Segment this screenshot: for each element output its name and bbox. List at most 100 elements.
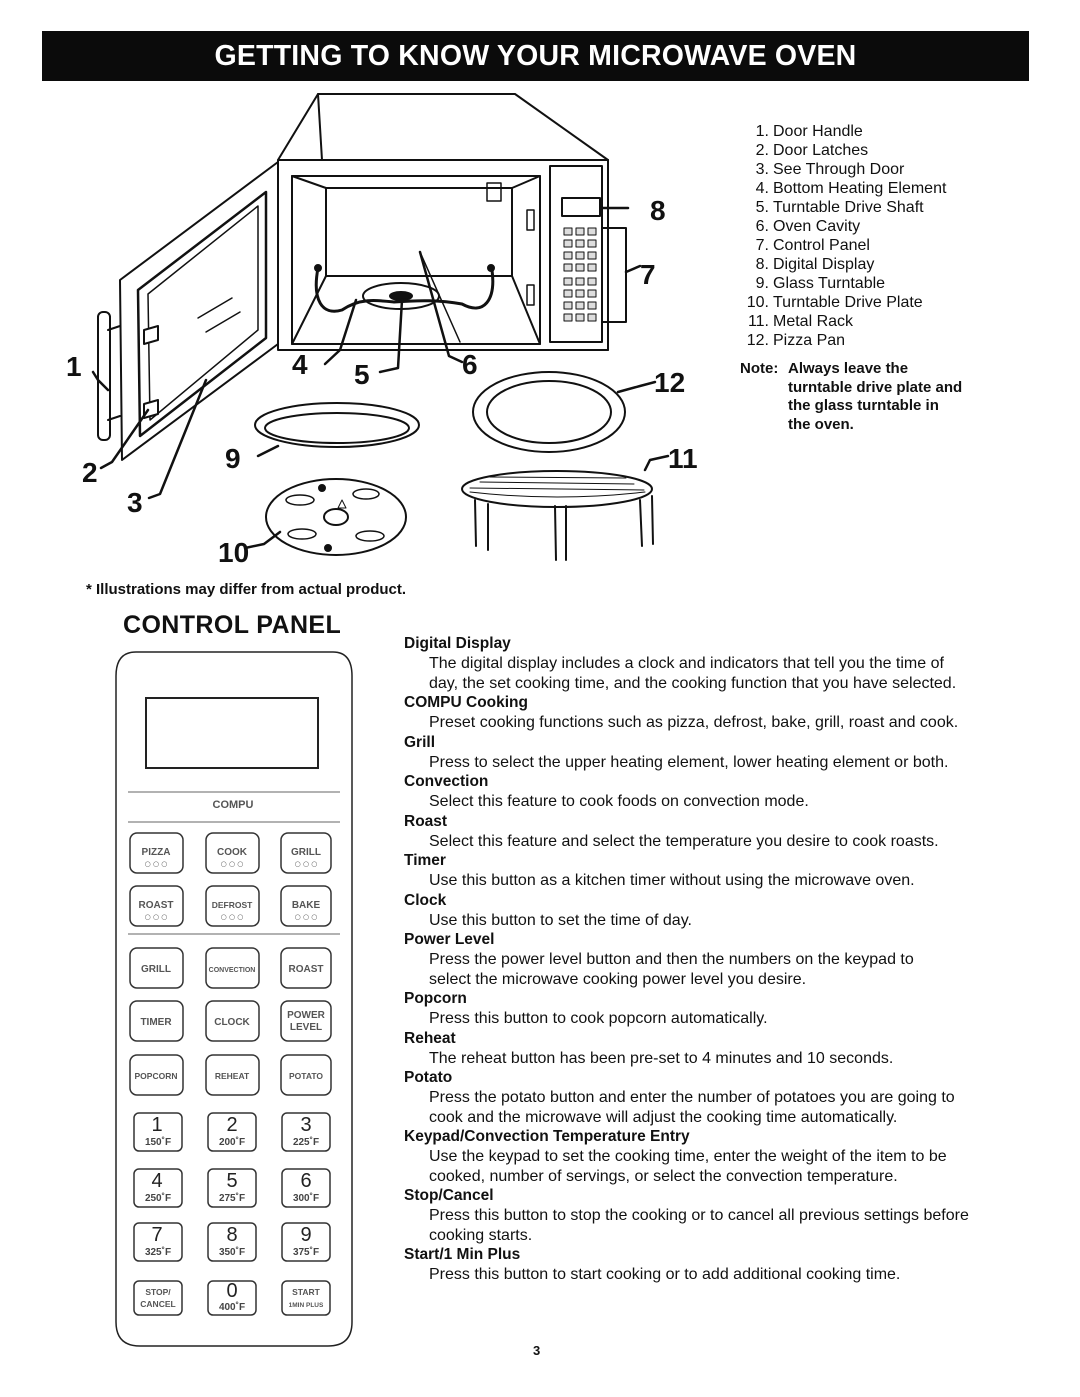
parts-list: 1.Door Handle 2.Door Latches 3.See Throu… <box>736 122 947 350</box>
svg-text:6: 6 <box>300 1170 311 1192</box>
page-number: 3 <box>533 1343 541 1358</box>
feature-desc: cooked, number of servings, or select th… <box>429 1167 898 1185</box>
stop-cancel-button[interactable]: STOP/CANCEL <box>133 1280 183 1316</box>
svg-text:STOP/: STOP/ <box>145 1287 171 1297</box>
feature-desc: The digital display includes a clock and… <box>429 655 944 672</box>
svg-text:8: 8 <box>226 1224 237 1246</box>
svg-text:4: 4 <box>151 1170 162 1192</box>
feature-desc: cooking starts. <box>429 1226 533 1244</box>
svg-text:5: 5 <box>226 1170 237 1192</box>
svg-text:9: 9 <box>300 1224 311 1246</box>
reheat-button[interactable]: REHEAT <box>205 1054 260 1096</box>
callout-10: 10 <box>218 537 249 568</box>
svg-text:POPCORN: POPCORN <box>135 1071 178 1081</box>
note-label: Note: <box>740 360 779 377</box>
feature-desc: Press this button to start cooking or to… <box>429 1266 901 1283</box>
svg-text:GRILL: GRILL <box>291 847 321 858</box>
control-panel-heading: CONTROL PANEL <box>123 611 342 639</box>
timer-button[interactable]: TIMER <box>129 1000 184 1042</box>
start-button[interactable]: START 1MIN PLUS <box>281 1280 331 1316</box>
svg-text:225˚F: 225˚F <box>293 1136 319 1148</box>
roast-compu-button[interactable]: ROAST○ ○ ○ <box>129 885 184 927</box>
feature-desc: cook and the microwave will adjust the c… <box>429 1108 898 1126</box>
feature-title: Grill <box>404 733 436 751</box>
cook-button[interactable]: COOK○ ○ ○ <box>205 832 260 874</box>
callout-6: 6 <box>462 349 478 380</box>
svg-text:○ ○ ○: ○ ○ ○ <box>295 913 318 921</box>
svg-text:○ ○ ○: ○ ○ ○ <box>145 860 168 868</box>
svg-text:○ ○ ○: ○ ○ ○ <box>295 860 318 868</box>
svg-text:7: 7 <box>151 1224 162 1246</box>
svg-text:POTATO: POTATO <box>289 1071 323 1081</box>
list-item: 5.Turntable Drive Shaft <box>755 199 924 216</box>
list-item: 1.Door Handle <box>755 123 863 140</box>
feature-title: Roast <box>404 812 448 830</box>
note-line: the glass turntable in <box>788 397 939 415</box>
feature-title: Stop/Cancel <box>404 1187 494 1204</box>
potato-button[interactable]: POTATO <box>280 1054 332 1096</box>
pizza-button[interactable]: PIZZA ○ ○ ○ <box>129 832 184 874</box>
feature-title: Keypad/Convection Temperature Entry <box>404 1128 690 1145</box>
svg-text:CONVECTION: CONVECTION <box>209 967 256 974</box>
svg-text:TIMER: TIMER <box>140 1017 172 1028</box>
list-item: 4.Bottom Heating Element <box>755 180 947 197</box>
svg-text:○ ○ ○: ○ ○ ○ <box>221 860 244 868</box>
feature-title: Potato <box>404 1069 453 1086</box>
list-item: 11.Metal Rack <box>747 313 854 330</box>
defrost-button[interactable]: DEFROST○ ○ ○ <box>205 885 260 927</box>
feature-title: Power Level <box>404 931 495 948</box>
feature-desc: Press the power level button and then th… <box>429 951 914 968</box>
svg-text:○ ○ ○: ○ ○ ○ <box>221 913 244 921</box>
list-item: 3.See Through Door <box>755 161 905 178</box>
grill-compu-button[interactable]: GRILL ○ ○ ○ <box>280 832 332 874</box>
svg-text:PIZZA: PIZZA <box>142 847 171 858</box>
svg-text:○ ○ ○: ○ ○ ○ <box>145 913 168 921</box>
feature-desc: Press this button to stop the cooking or… <box>429 1207 969 1224</box>
callout-3: 3 <box>127 487 143 518</box>
feature-desc: select the microwave cooking power level… <box>429 970 807 988</box>
svg-text:REHEAT: REHEAT <box>215 1071 250 1081</box>
list-item: 7.Control Panel <box>755 237 870 254</box>
roast-button[interactable]: ROAST <box>280 947 332 989</box>
bake-button[interactable]: BAKE○ ○ ○ <box>280 885 332 927</box>
turntable-note: Note: Always leave the turntable drive p… <box>740 360 962 434</box>
clock-button[interactable]: CLOCK <box>205 1000 260 1042</box>
svg-text:CANCEL: CANCEL <box>140 1299 175 1309</box>
popcorn-button[interactable]: POPCORN <box>129 1054 184 1096</box>
oven-illustration: 1 2 3 4 5 6 7 8 9 10 11 12 <box>66 93 698 568</box>
callout-4: 4 <box>292 349 308 380</box>
list-item: 6.Oven Cavity <box>755 218 861 235</box>
svg-text:1MIN PLUS: 1MIN PLUS <box>289 1302 324 1309</box>
feature-title: Digital Display <box>404 635 511 652</box>
convection-button[interactable]: CONVECTION <box>205 947 260 989</box>
callout-11: 11 <box>668 443 698 474</box>
callout-9: 9 <box>225 443 241 474</box>
svg-text:START: START <box>292 1287 321 1297</box>
svg-text:0: 0 <box>226 1280 237 1302</box>
list-item: 12.Pizza Pan <box>746 332 846 349</box>
feature-desc: Press this button to cook popcorn automa… <box>429 1010 768 1027</box>
feature-desc: Preset cooking functions such as pizza, … <box>429 714 959 731</box>
grill-button[interactable]: GRILL <box>129 947 184 989</box>
callout-8: 8 <box>650 195 666 226</box>
callout-2: 2 <box>82 457 98 488</box>
